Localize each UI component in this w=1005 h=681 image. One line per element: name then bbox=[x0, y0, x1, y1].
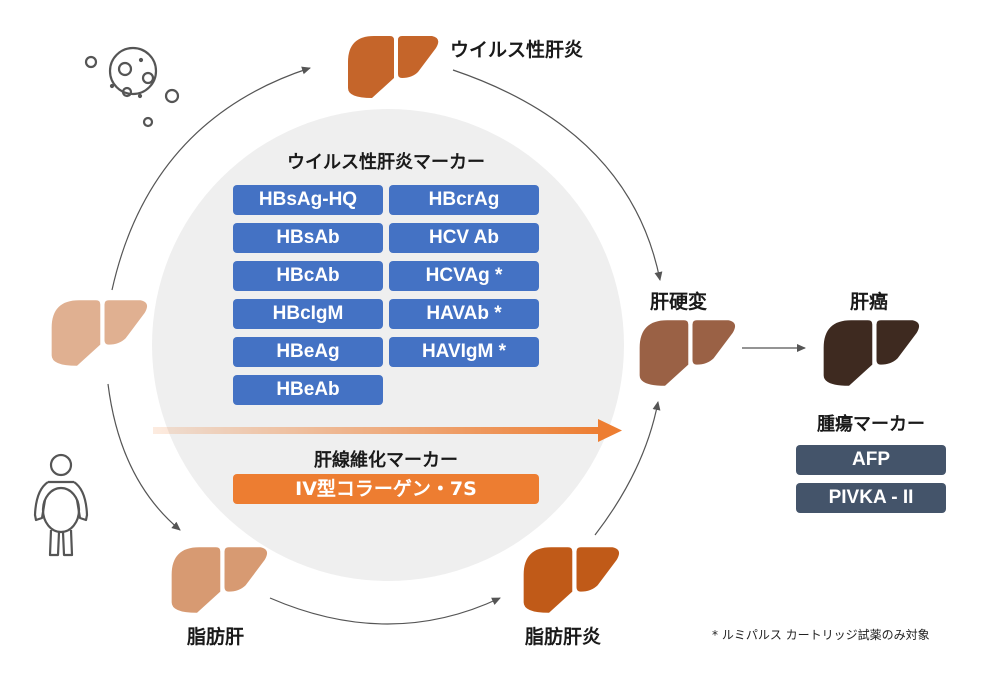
viral-marker-left: HBsAg-HQ bbox=[233, 185, 383, 215]
viral-marker-right: HCVAg * bbox=[389, 261, 539, 291]
label-viral-hepatitis: ウイルス性肝炎 bbox=[450, 39, 584, 61]
viral-marker-right: HCV Ab bbox=[389, 223, 539, 253]
fibrosis-progress-bar bbox=[153, 427, 603, 434]
viral-marker-right: HAVAb * bbox=[389, 299, 539, 329]
liver-steatohepatitis-icon bbox=[523, 547, 620, 613]
liver-normal-icon bbox=[51, 300, 148, 366]
tumor-marker-afp: AFP bbox=[796, 445, 946, 475]
virus-icon bbox=[84, 46, 180, 128]
label-steatohepatitis: 脂肪肝炎 bbox=[525, 626, 602, 648]
viral-marker-right: HBcrAg bbox=[389, 185, 539, 215]
arrow-viral-to-cirrhosis bbox=[452, 69, 663, 281]
viral-marker-left: HBsAb bbox=[233, 223, 383, 253]
arrow-steatohepatitis-to-cirrhosis bbox=[594, 401, 661, 536]
footnote: * ルミパルス カートリッジ試薬のみ対象 bbox=[712, 628, 930, 642]
label-liver-cancer: 肝癌 bbox=[850, 291, 889, 313]
arrow-normal-to-fatty bbox=[107, 383, 181, 531]
viral-marker-left: HBcIgM bbox=[233, 299, 383, 329]
fibrosis-markers-title: 肝線維化マーカー bbox=[314, 450, 458, 471]
label-cirrhosis: 肝硬変 bbox=[650, 291, 708, 313]
liver-cancer-icon bbox=[823, 320, 920, 386]
viral-marker-left: HBeAg bbox=[233, 337, 383, 367]
tumor-marker-pivka: PIVKA - II bbox=[796, 483, 946, 513]
marker-area-circle bbox=[152, 109, 624, 581]
tumor-markers-title: 腫瘍マーカー bbox=[817, 414, 925, 435]
viral-marker-right: HAVIgM * bbox=[389, 337, 539, 367]
obese-person-icon bbox=[33, 453, 89, 557]
viral-markers-title: ウイルス性肝炎マーカー bbox=[287, 152, 485, 173]
label-fatty-liver: 脂肪肝 bbox=[187, 626, 245, 648]
liver-fatty-icon bbox=[171, 547, 268, 613]
viral-marker-left: HBeAb bbox=[233, 375, 383, 405]
fibrosis-marker-collagen-7s: IV型コラーゲン・7S bbox=[233, 474, 539, 504]
viral-marker-left: HBcAb bbox=[233, 261, 383, 291]
liver-viral-hepatitis-icon bbox=[348, 36, 439, 98]
arrow-normal-to-viral bbox=[111, 66, 311, 291]
liver-cirrhosis-icon bbox=[639, 320, 736, 386]
fibrosis-arrowhead bbox=[598, 419, 622, 442]
arrow-fatty-to-steatohepatitis bbox=[269, 597, 501, 625]
